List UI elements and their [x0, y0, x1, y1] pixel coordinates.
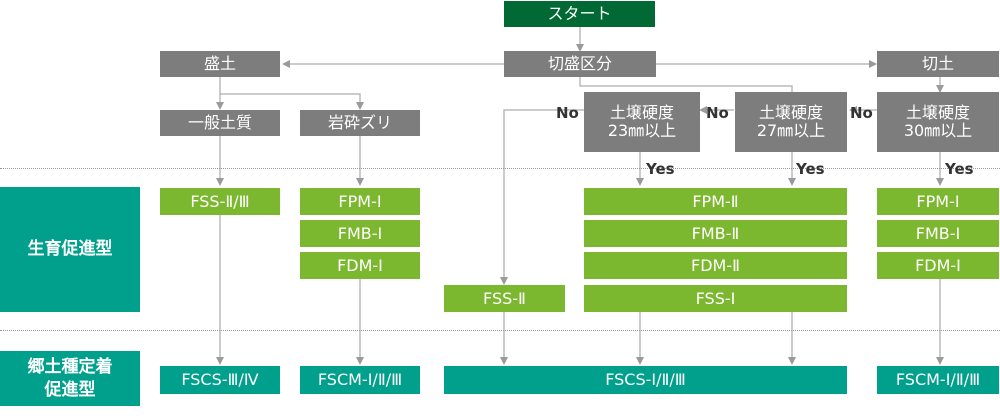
growth-rock-text: FPM-Ⅰ [338, 191, 382, 211]
yes-label-30: Yes [945, 160, 974, 178]
cut-text: 切土 [921, 54, 954, 74]
hardness-27-node: 土壌硬度 27㎜以上 [735, 92, 847, 152]
growth-cut-node: FDM-Ⅰ [877, 252, 999, 279]
division-node: 切盛区分 [504, 51, 656, 77]
growth-cut-node: FMB-Ⅰ [877, 220, 999, 247]
native-general-node: FSCS-Ⅲ/Ⅳ [160, 366, 280, 394]
growth-center-node: FSS-Ⅰ [584, 285, 847, 312]
growth-center-node: FMB-Ⅱ [584, 220, 847, 247]
no-label-23: No [556, 104, 579, 122]
fill-rock-text: 岩砕ズリ [327, 113, 392, 133]
growth-no-branch-node: FSS-Ⅱ [444, 285, 565, 312]
growth-rock-text: FDM-Ⅰ [337, 255, 383, 275]
growth-cut-text: FDM-Ⅰ [915, 255, 961, 275]
native-rock-text: FSCM-Ⅰ/Ⅱ/Ⅲ [317, 370, 403, 390]
native-cut-text: FSCM-Ⅰ/Ⅱ/Ⅲ [895, 370, 981, 390]
growth-type-label: 生育促進型 [0, 187, 140, 312]
growth-center-node: FPM-Ⅱ [584, 188, 847, 215]
native-center-text: FSCS-Ⅰ/Ⅱ/Ⅲ [605, 370, 686, 390]
yes-label-23: Yes [646, 160, 675, 178]
growth-general-node: FSS-Ⅱ/Ⅲ [160, 188, 280, 215]
growth-center-text: FPM-Ⅱ [692, 191, 739, 211]
native-cut-node: FSCM-Ⅰ/Ⅱ/Ⅲ [877, 366, 999, 394]
hardness-30-node: 土壌硬度 30㎜以上 [877, 92, 999, 152]
native-type-line1: 郷土種定着 [27, 357, 113, 378]
hardness-27-line2: 27㎜以上 [756, 121, 826, 140]
hardness-30-line2: 30㎜以上 [903, 121, 973, 140]
yes-label-27: Yes [796, 160, 825, 178]
growth-rock-node: FPM-Ⅰ [300, 188, 420, 215]
hardness-23-node: 土壌硬度 23㎜以上 [584, 92, 700, 152]
native-general-text: FSCS-Ⅲ/Ⅳ [181, 370, 259, 390]
section-divider-top [0, 168, 1000, 169]
native-type-label: 郷土種定着 促進型 [0, 351, 140, 406]
hardness-27-line1: 土壌硬度 [758, 103, 823, 123]
growth-rock-node: FMB-Ⅰ [300, 220, 420, 247]
growth-center-node: FDM-Ⅱ [584, 252, 847, 279]
cut-node: 切土 [877, 51, 999, 77]
division-text: 切盛区分 [547, 54, 612, 74]
growth-cut-node: FPM-Ⅰ [877, 188, 999, 215]
section-divider-bottom [0, 330, 1000, 331]
hardness-23-line2: 23㎜以上 [607, 121, 677, 140]
growth-no-branch-text: FSS-Ⅱ [483, 288, 526, 308]
growth-general-text: FSS-Ⅱ/Ⅲ [190, 191, 250, 211]
growth-rock-node: FDM-Ⅰ [300, 252, 420, 279]
native-type-line2: 促進型 [44, 379, 96, 400]
growth-cut-text: FMB-Ⅰ [915, 223, 961, 243]
start-node: スタート [504, 1, 655, 27]
start-text: スタート [547, 4, 612, 24]
growth-rock-text: FMB-Ⅰ [337, 223, 383, 243]
fill-node: 盛土 [160, 51, 280, 77]
fill-general-node: 一般土質 [160, 110, 280, 136]
fill-general-text: 一般土質 [187, 113, 252, 133]
native-center-node: FSCS-Ⅰ/Ⅱ/Ⅲ [444, 366, 847, 394]
growth-type-text: 生育促進型 [27, 239, 113, 260]
growth-center-text: FMB-Ⅱ [691, 223, 740, 243]
native-rock-node: FSCM-Ⅰ/Ⅱ/Ⅲ [300, 366, 420, 394]
hardness-30-line1: 土壌硬度 [905, 103, 970, 123]
growth-center-text: FSS-Ⅰ [695, 288, 736, 308]
no-label-30: No [850, 104, 873, 122]
fill-text: 盛土 [203, 54, 236, 74]
fill-rock-node: 岩砕ズリ [300, 110, 420, 136]
growth-center-text: FDM-Ⅱ [691, 255, 740, 275]
growth-cut-text: FPM-Ⅰ [916, 191, 960, 211]
no-label-27: No [706, 104, 729, 122]
hardness-23-line1: 土壌硬度 [609, 103, 674, 123]
